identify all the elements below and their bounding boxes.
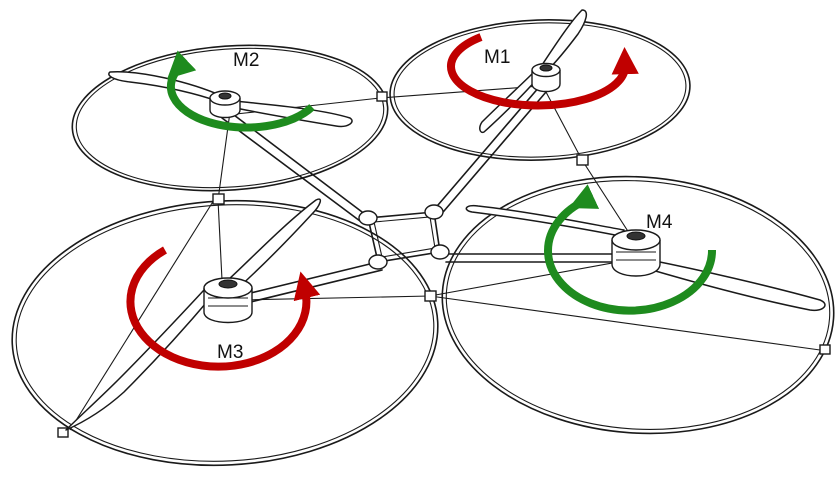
- propeller-guards: [11, 19, 835, 467]
- motor-m3: [203, 277, 253, 324]
- motor-label-m1: M1: [484, 47, 510, 68]
- guard-ring-m4-inner: [445, 180, 831, 430]
- rotation-arrow-m4: [544, 184, 717, 315]
- blade-m1-top: [539, 9, 588, 73]
- guard-ring-m4: [441, 175, 835, 435]
- rotation-arrow-m1: [447, 33, 639, 110]
- propeller-blades: [65, 9, 826, 431]
- blade-m3-top: [227, 198, 322, 291]
- motor-label-m4: M4: [646, 212, 673, 233]
- rotation-arrow-m2: [166, 50, 315, 132]
- motors: [203, 62, 661, 324]
- motor-labels: M1 M2 M3 M4: [217, 47, 673, 363]
- guard-ring-m2-inner: [75, 47, 385, 189]
- blade-m4-right: [649, 259, 826, 312]
- guard-ring-m3-inner: [15, 204, 435, 462]
- motor-label-m2: M2: [233, 50, 259, 71]
- guard-ring-m2: [71, 44, 389, 192]
- frame-joints: [57, 91, 831, 438]
- guard-ring-m1: [389, 19, 691, 161]
- blade-m4-left: [465, 204, 625, 237]
- motor-m4: [611, 229, 661, 277]
- motor-m1: [531, 62, 561, 93]
- motor-m2: [209, 90, 241, 119]
- motor-label-m3: M3: [217, 342, 243, 363]
- rotation-arrow-m3: [126, 246, 321, 371]
- guard-ring-m1-inner: [393, 22, 687, 158]
- rotation-arrows: [126, 33, 717, 371]
- guard-ring-m3: [11, 199, 439, 467]
- blade-m2-left: [108, 71, 223, 103]
- blade-m2-right: [225, 99, 353, 128]
